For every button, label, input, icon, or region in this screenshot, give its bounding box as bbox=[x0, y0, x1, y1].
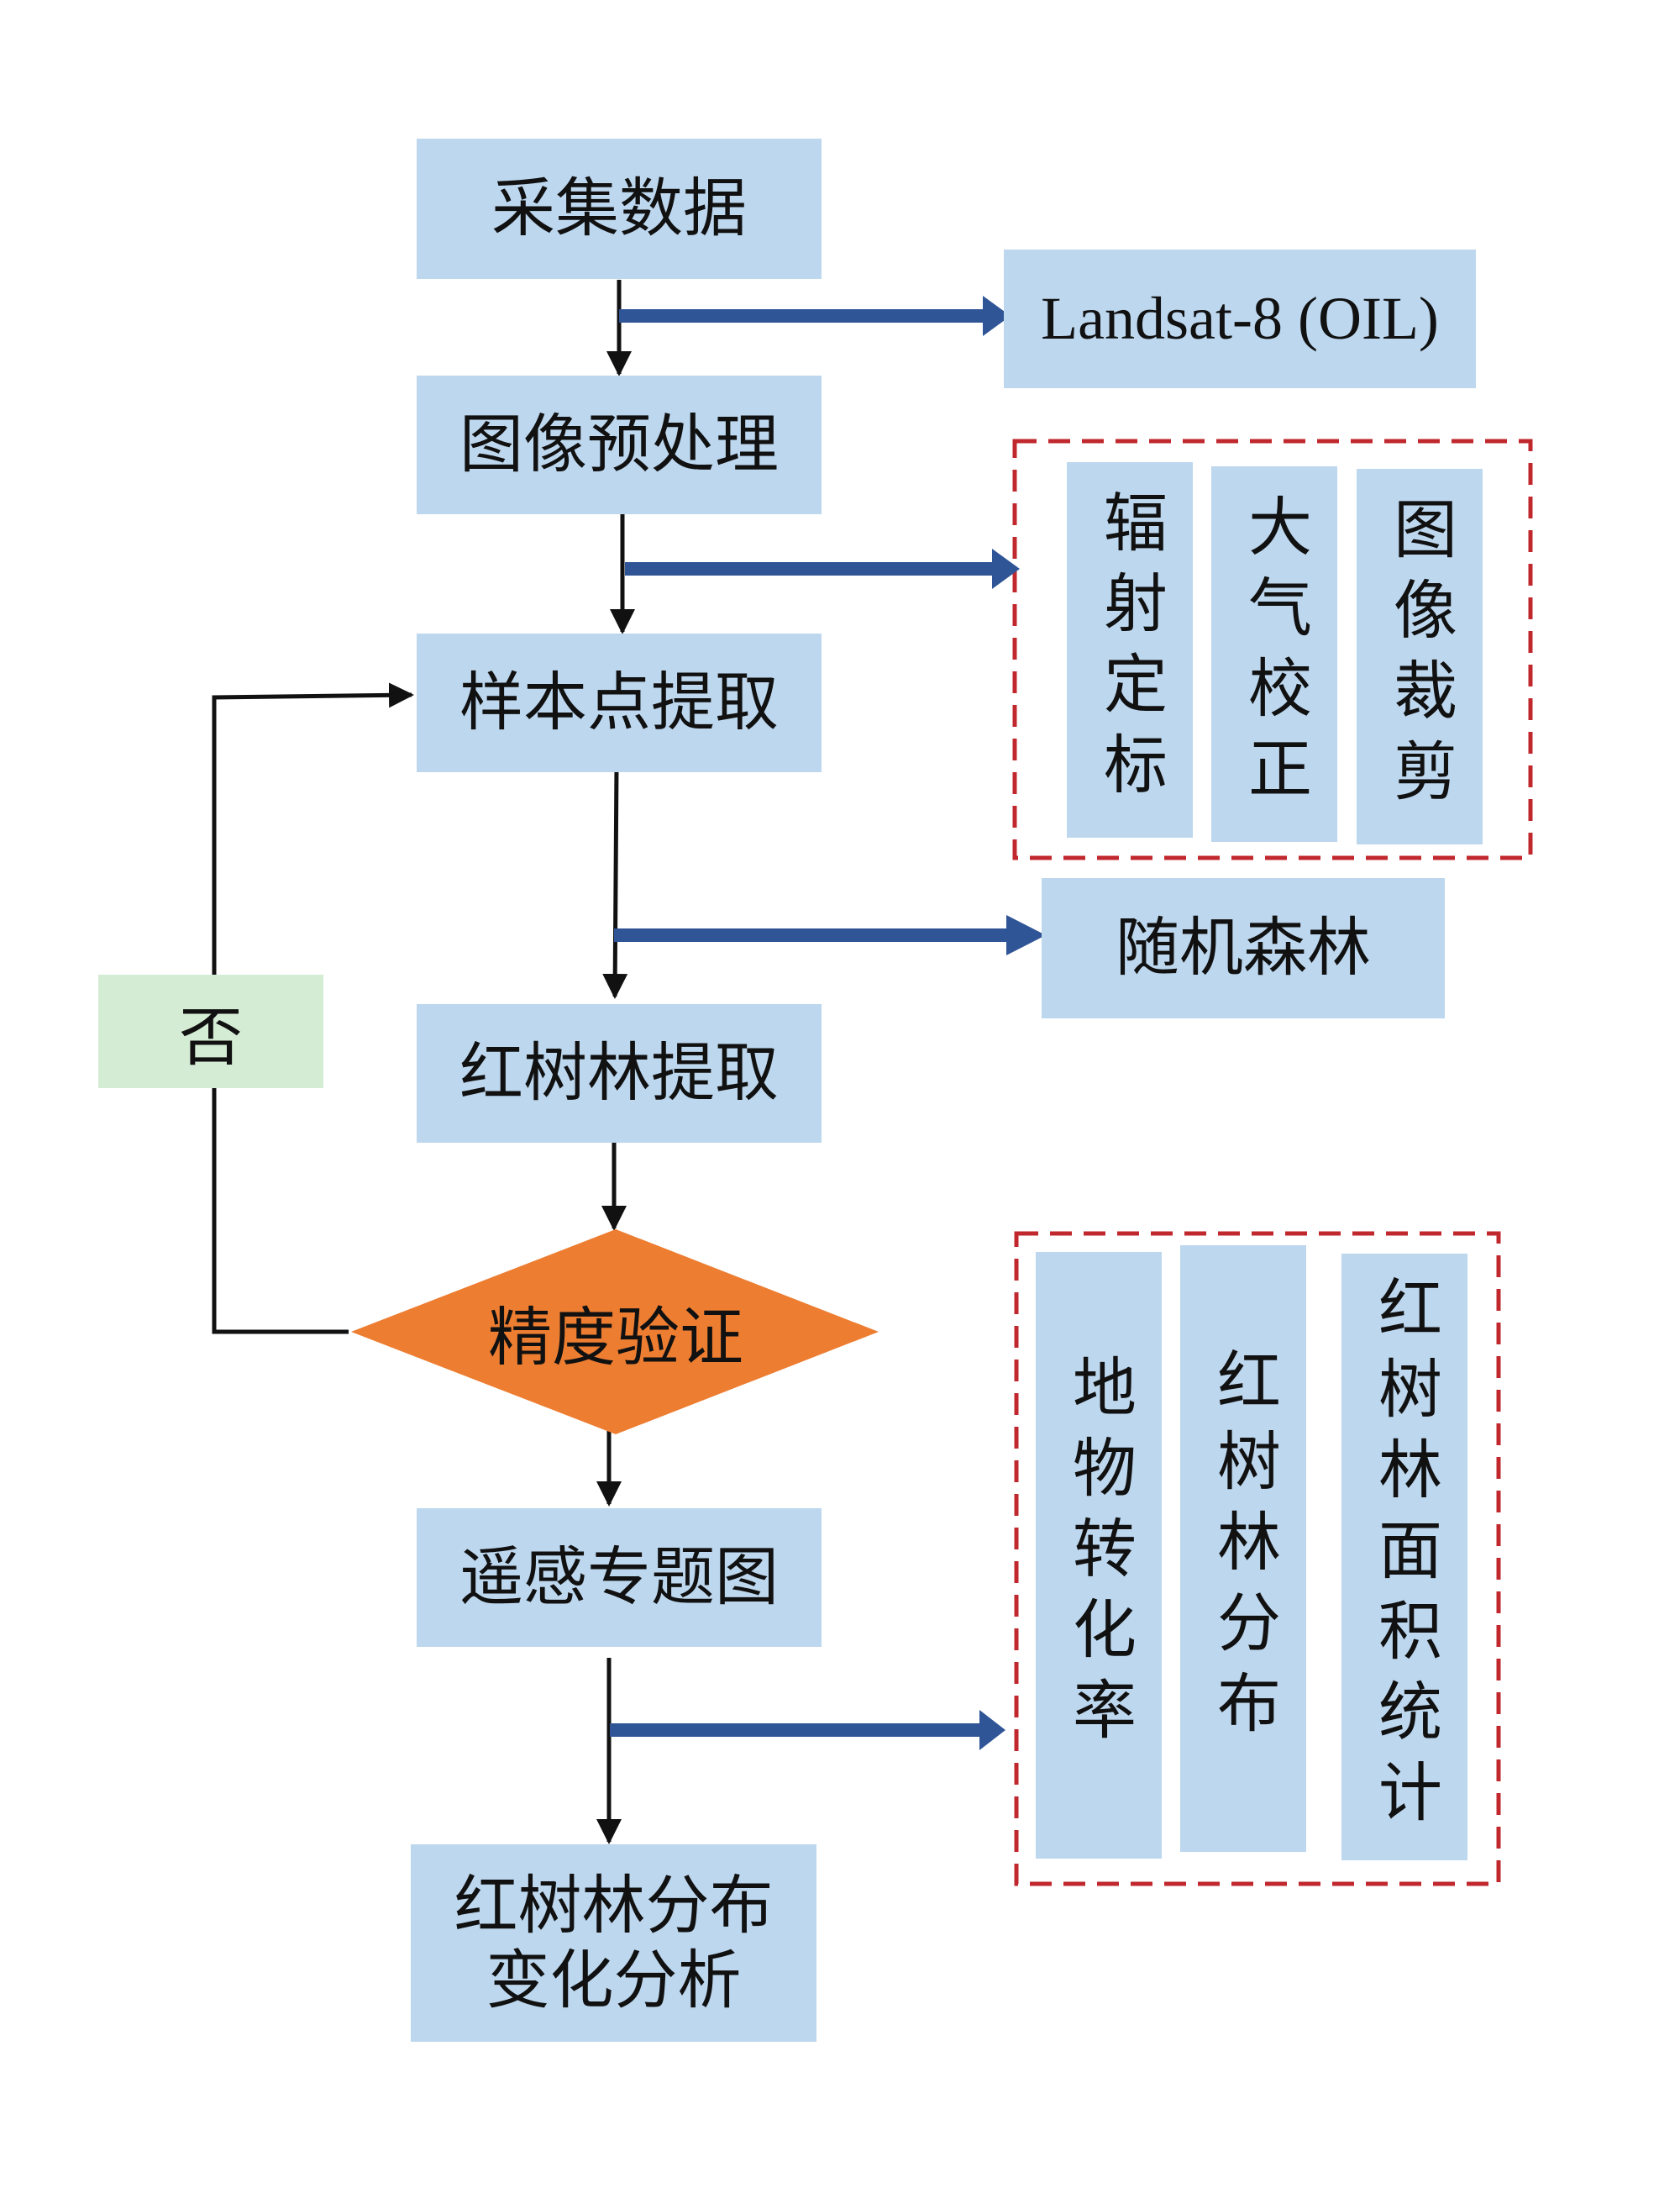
node-mangrove-extract-label: 红树林提取 bbox=[459, 1035, 779, 1111]
node-cropping: 图像裁剪 bbox=[1357, 469, 1483, 844]
node-atmospheric-label: 大气校正 bbox=[1237, 492, 1312, 816]
node-land-change: 地物转化率 bbox=[1036, 1252, 1162, 1859]
node-final-line2: 变化分析 bbox=[486, 1942, 742, 2017]
node-random-forest-label: 随机森林 bbox=[1116, 910, 1371, 986]
node-accuracy-label: 精度验证 bbox=[488, 1300, 743, 1375]
node-final-line1: 红树林分布 bbox=[454, 1868, 774, 1943]
side-arrow-results bbox=[610, 1710, 1005, 1750]
node-mangrove-distribution-label: 红树林分布 bbox=[1206, 1347, 1281, 1750]
node-thematic-map: 遥感专题图 bbox=[417, 1508, 822, 1647]
node-mangrove-area-label: 红树林面积统计 bbox=[1368, 1275, 1442, 1839]
node-thematic-map-label: 遥感专题图 bbox=[459, 1539, 779, 1615]
node-random-forest: 随机森林 bbox=[1042, 878, 1445, 1018]
node-accuracy-label-wrap: 精度验证 bbox=[403, 1286, 828, 1378]
node-radiometric-label: 辐射定标 bbox=[1093, 488, 1168, 812]
arrow-sampling-to-extract bbox=[602, 764, 628, 999]
node-sampling-label: 样本点提取 bbox=[459, 665, 779, 740]
side-arrow-random-forest bbox=[614, 915, 1046, 955]
node-mangrove-extract: 红树林提取 bbox=[417, 1004, 822, 1143]
node-no: 否 bbox=[98, 975, 323, 1088]
node-collect-data-label: 采集数据 bbox=[491, 171, 747, 246]
node-cropping-label: 图像裁剪 bbox=[1383, 495, 1457, 818]
node-preprocess-label: 图像预处理 bbox=[459, 407, 779, 482]
node-landsat: Landsat-8 (OIL) bbox=[1004, 250, 1476, 388]
preprocess-group-frame bbox=[1012, 439, 1533, 860]
node-land-change-label: 地物转化率 bbox=[1062, 1354, 1137, 1757]
node-mangrove-area: 红树林面积统计 bbox=[1341, 1254, 1467, 1860]
node-final-analysis-text: 红树林分布 变化分析 bbox=[454, 1869, 774, 2017]
node-landsat-label: Landsat-8 (OIL) bbox=[1041, 284, 1439, 352]
side-arrow-preprocess-steps bbox=[625, 549, 1020, 589]
node-sampling: 样本点提取 bbox=[417, 634, 822, 772]
node-atmospheric: 大气校正 bbox=[1211, 466, 1337, 842]
node-radiometric: 辐射定标 bbox=[1067, 462, 1193, 838]
node-mangrove-distribution: 红树林分布 bbox=[1180, 1245, 1306, 1852]
node-final-analysis: 红树林分布 变化分析 bbox=[411, 1844, 816, 2042]
node-collect-data: 采集数据 bbox=[417, 139, 822, 279]
node-preprocess: 图像预处理 bbox=[417, 376, 822, 514]
accuracy-diamond bbox=[351, 1229, 879, 1434]
results-group-frame bbox=[1014, 1231, 1501, 1886]
side-arrow-landsat bbox=[619, 296, 1011, 336]
node-no-label: 否 bbox=[179, 999, 243, 1075]
